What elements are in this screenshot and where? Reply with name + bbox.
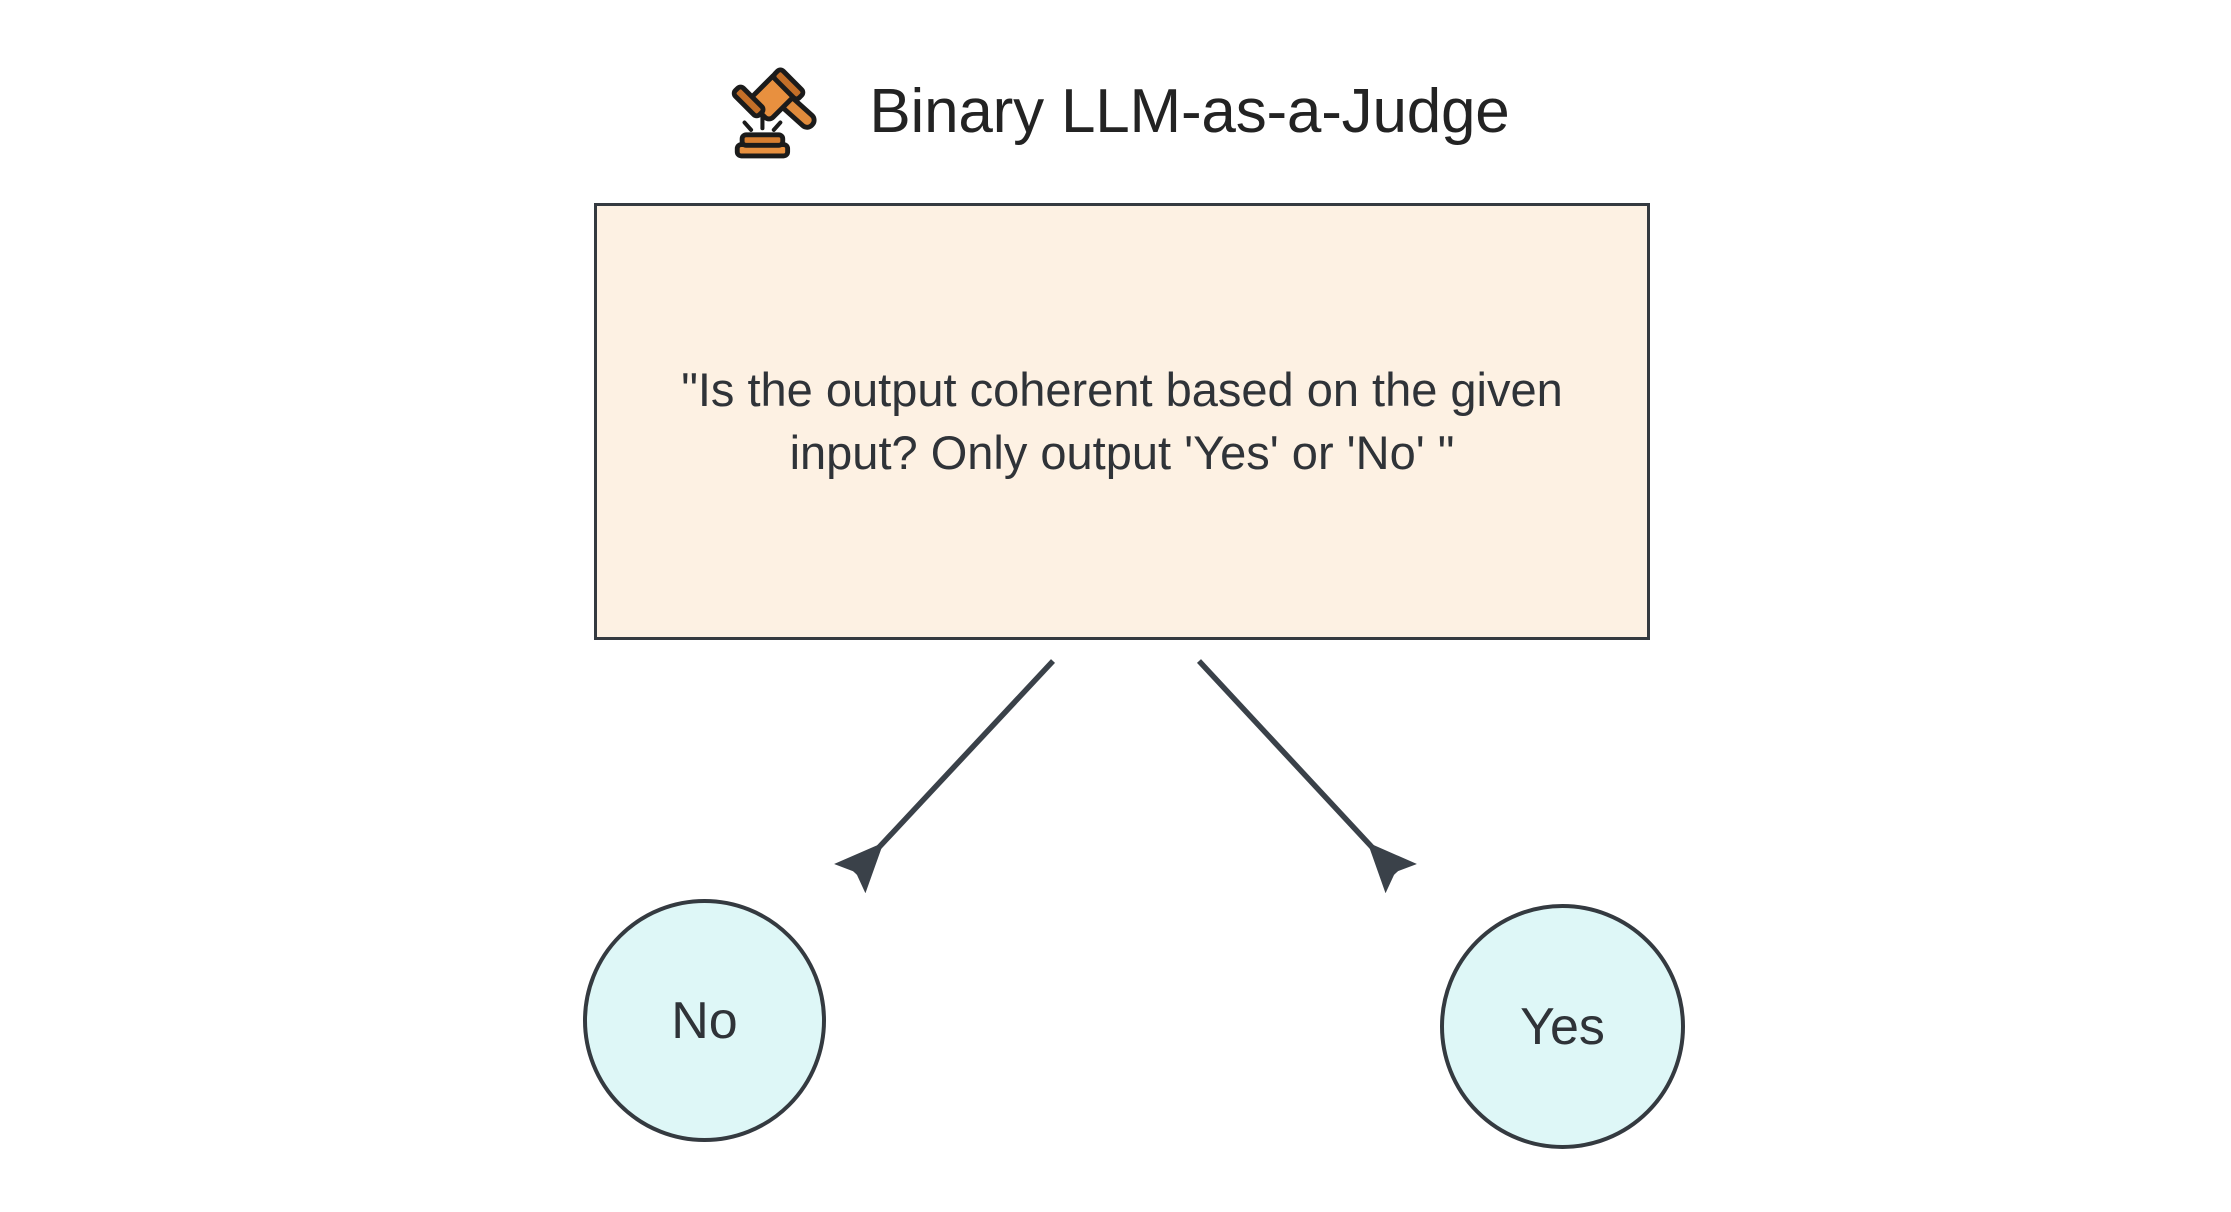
diagram-title-row: Binary LLM-as-a-Judge — [0, 48, 2231, 176]
outcome-label-yes: Yes — [1520, 997, 1605, 1056]
gavel-icon — [732, 67, 817, 159]
prompt-box: "Is the output coherent based on the giv… — [594, 203, 1650, 640]
prompt-text: "Is the output coherent based on the giv… — [681, 363, 1563, 479]
edge-to-yes — [1196, 659, 1417, 894]
outcome-node-no[interactable]: No — [583, 899, 826, 1142]
outcome-node-yes[interactable]: Yes — [1440, 904, 1685, 1149]
edge-to-no — [834, 659, 1056, 894]
page-title: Binary LLM-as-a-Judge — [869, 77, 1510, 146]
outcome-label-no: No — [671, 991, 738, 1050]
